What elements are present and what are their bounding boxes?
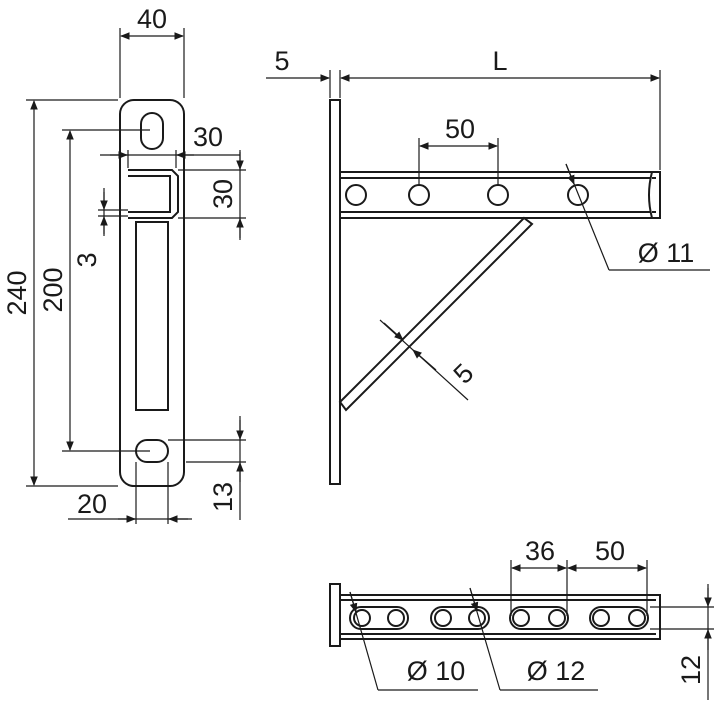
side-arm-end: [648, 171, 653, 219]
dim-50b-label: 50: [595, 536, 625, 566]
dim-11-label: Ø 11: [638, 238, 695, 268]
side-arm: [339, 171, 661, 219]
top-slot-3-hole-a: [512, 609, 530, 627]
top-plate: [329, 583, 341, 647]
wall-plate-outline: [119, 99, 185, 487]
dim-36-label: 36: [525, 536, 555, 566]
dim-40-label: 40: [137, 4, 167, 34]
dim-30-side-label: 30: [208, 179, 238, 209]
top-slot-4-hole-b: [628, 609, 646, 627]
dim-3-label: 3: [72, 252, 102, 267]
dim-12h-label: 12: [676, 655, 706, 685]
front-view: 40 240 200 30 30 3: [2, 4, 246, 524]
dim-30-top-label: 30: [193, 122, 223, 152]
dim-strut-label: 5: [448, 358, 480, 390]
side-hole-1: [408, 184, 430, 206]
dim-13-label: 13: [208, 482, 238, 512]
dim-200-label: 200: [38, 267, 68, 312]
top-view: 36 50 Ø 10 Ø 12 12: [329, 536, 714, 700]
side-hole-2: [487, 184, 509, 206]
top-slot-2-hole-a: [434, 609, 452, 627]
side-hole-4: [345, 184, 367, 206]
side-plate: [329, 99, 341, 485]
dim-10-arrow: [349, 591, 358, 613]
dim-strut-arrow-a: [383, 322, 404, 341]
dim-10-label: Ø 10: [407, 656, 466, 686]
top-slot-3-hole-b: [548, 609, 566, 627]
dim-strut-arrow-b: [412, 349, 437, 371]
top-slot: [140, 112, 164, 150]
arm-channel: [135, 221, 169, 411]
dim-20-label: 20: [77, 489, 107, 519]
dim-L-label: L: [492, 46, 507, 76]
side-view: 5 L 50 Ø 11 5: [266, 46, 710, 485]
diagonal-strut: [338, 216, 534, 412]
dim-11-arrow: [565, 163, 575, 185]
dim-12d-label: Ø 12: [527, 656, 586, 686]
dim-240-label: 240: [2, 270, 32, 315]
top-slot-1-hole-b: [387, 609, 405, 627]
dim-12d-arrow: [469, 587, 479, 612]
arm-profile: [128, 169, 179, 219]
top-arm: [339, 594, 661, 640]
dim-50-label: 50: [445, 114, 475, 144]
dim-5-label: 5: [274, 46, 289, 76]
top-slot-4-hole-a: [592, 609, 610, 627]
